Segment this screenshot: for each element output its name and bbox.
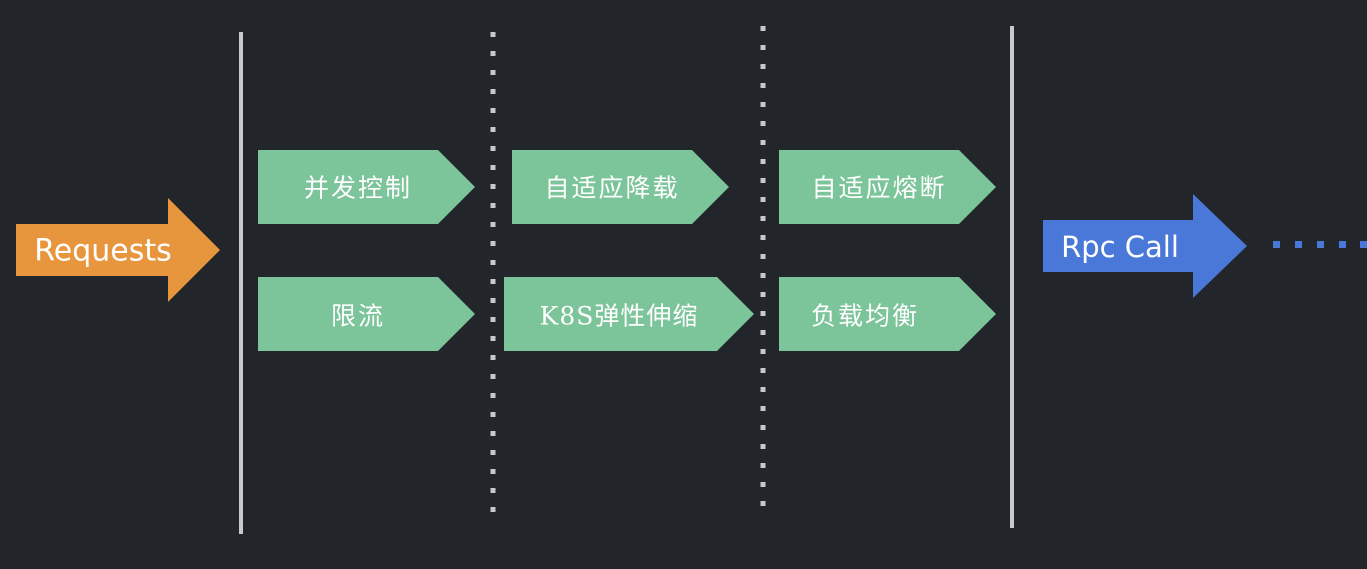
step-arrow-shape xyxy=(504,277,754,351)
ellipsis-dot xyxy=(1360,241,1367,248)
step-arrow-shape xyxy=(512,150,729,224)
step-arrow-shape xyxy=(258,150,475,224)
step-arrow-load-balancing: 负载均衡 xyxy=(779,277,996,351)
step-arrow-k8s-autoscaling: K8S弹性伸缩 xyxy=(504,277,754,351)
step-arrow-adaptive-breaker: 自适应熔断 xyxy=(779,150,996,224)
step-arrow-shape xyxy=(779,277,996,351)
step-arrow-concurrency-control: 并发控制 xyxy=(258,150,475,224)
ellipsis-dot xyxy=(1295,241,1302,248)
continuation-ellipsis xyxy=(1273,241,1367,248)
step-label: 自适应降载 xyxy=(544,174,679,203)
step-label: 限流 xyxy=(331,302,385,331)
rpc-call-arrow: Rpc Call xyxy=(1043,194,1247,298)
step-label: K8S弹性伸缩 xyxy=(540,302,699,331)
ellipsis-dot xyxy=(1317,241,1324,248)
step-label: 自适应熔断 xyxy=(811,174,946,203)
requests-arrow: Requests xyxy=(16,198,220,302)
ellipsis-dot xyxy=(1339,241,1346,248)
ellipsis-dot xyxy=(1273,241,1280,248)
step-arrow-shape xyxy=(779,150,996,224)
rpc-call-arrow-shape xyxy=(1043,194,1247,298)
rpc-call-arrow-label: Rpc Call xyxy=(1061,230,1179,264)
step-arrow-adaptive-shedding: 自适应降载 xyxy=(512,150,729,224)
step-label: 并发控制 xyxy=(304,174,412,203)
requests-arrow-label: Requests xyxy=(34,234,172,269)
step-arrow-rate-limit: 限流 xyxy=(258,277,475,351)
step-arrow-shape xyxy=(258,277,475,351)
step-label: 负载均衡 xyxy=(811,302,919,331)
requests-arrow-shape xyxy=(16,198,220,302)
